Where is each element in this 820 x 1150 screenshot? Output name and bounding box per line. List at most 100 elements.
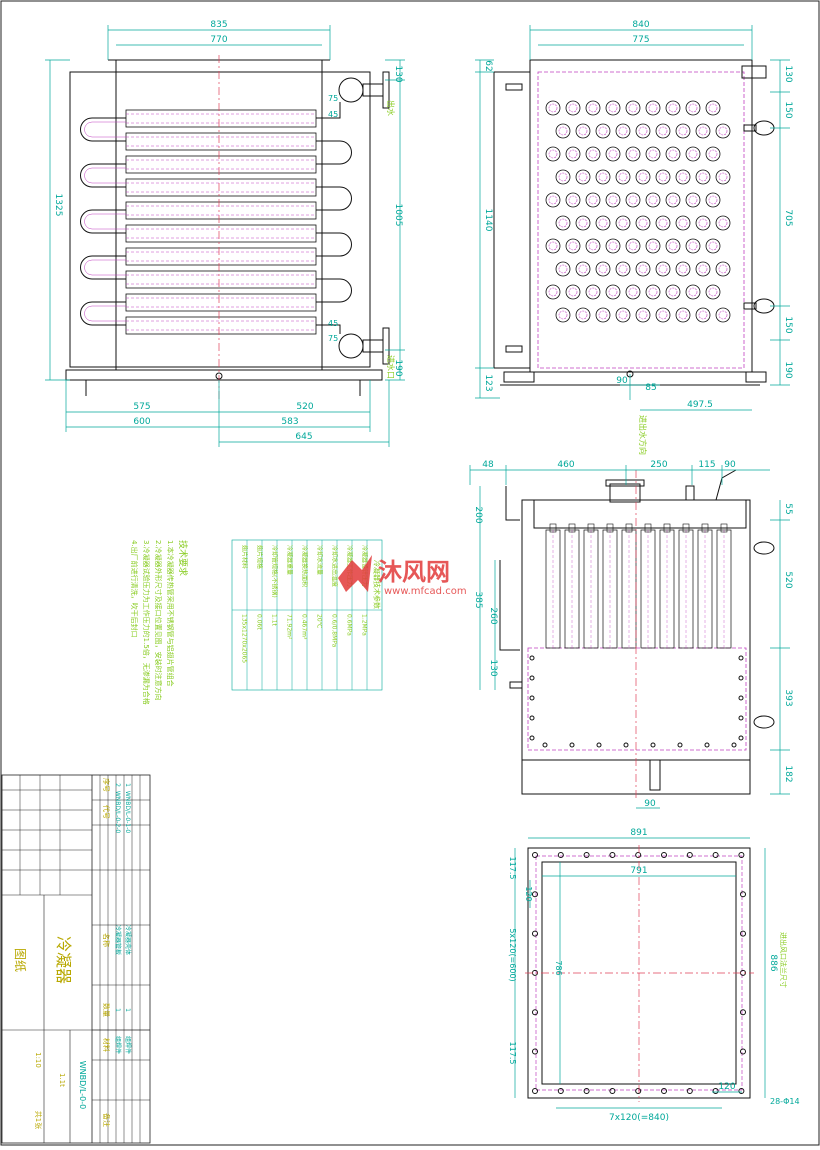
section-dim-130: 130 bbox=[488, 659, 498, 676]
tube-hole bbox=[695, 169, 711, 185]
tube-hole bbox=[675, 215, 691, 231]
section-dim-520: 520 bbox=[783, 571, 793, 588]
technical-notes: 技术要求 1.本冷凝器传热管采用不锈钢管与铝翅片管组合 2.冷凝器外形尺寸及接口… bbox=[130, 540, 189, 705]
side-dim-775: 775 bbox=[632, 35, 649, 45]
tube-hole bbox=[575, 123, 591, 139]
flange-hole bbox=[532, 852, 538, 858]
front-dim-75b: 75 bbox=[328, 334, 338, 343]
param-name: 翅片规格 bbox=[256, 545, 264, 569]
side-dimension-lines bbox=[475, 25, 790, 411]
flange-hole bbox=[738, 852, 745, 858]
watermark-brand: 沐风网 bbox=[378, 558, 450, 586]
tube-hole bbox=[605, 284, 621, 300]
side-dim-190: 190 bbox=[783, 361, 793, 378]
watermark-logo-icon bbox=[338, 555, 372, 592]
title-block-cell: 组焊件 bbox=[124, 1036, 132, 1054]
section-dimension-lines bbox=[469, 465, 790, 809]
tube-hole bbox=[645, 284, 661, 300]
flange-dimension-lines bbox=[514, 837, 766, 1109]
weight-value: 1.1t bbox=[58, 1073, 66, 1087]
side-hidden-outline bbox=[537, 71, 745, 369]
tube-hole bbox=[685, 146, 701, 162]
flange-hole bbox=[532, 1088, 538, 1094]
title-block-cell: 冷凝器管板 bbox=[114, 925, 122, 955]
params-title: 冷凝器技术参数 bbox=[373, 560, 382, 609]
u-bend-right bbox=[316, 278, 352, 303]
param-name: 冷凝器换热面积 bbox=[301, 545, 309, 587]
flange-dim-117-top: 117.5 bbox=[508, 857, 517, 880]
flange-hole bbox=[686, 1088, 693, 1094]
tube-hole bbox=[545, 192, 561, 208]
tube-hole bbox=[655, 123, 671, 139]
note-line-3: 3.冷凝器试验压力为工作压力的1.5倍，无渗漏为合格 bbox=[142, 540, 151, 705]
bolt-hole bbox=[738, 655, 744, 661]
tube-hole bbox=[585, 284, 601, 300]
bolt-hole bbox=[529, 715, 535, 721]
tube-hole bbox=[685, 238, 701, 254]
note-line-1: 1.本冷凝器传热管采用不锈钢管与铝翅片管组合 bbox=[166, 540, 175, 687]
title-block-header: 数量 bbox=[102, 1003, 111, 1017]
tube-hole-grid bbox=[545, 100, 731, 323]
tube-hole bbox=[655, 261, 671, 277]
section-view: 48 460 250 115 90 200 385 260 130 55 520… bbox=[469, 415, 793, 809]
title-block-cell: 组焊件 bbox=[114, 1036, 122, 1054]
tube-hole bbox=[575, 169, 591, 185]
note-line-2: 2.冷凝器外形尺寸及接口位置见图，安装时注意方向 bbox=[154, 540, 163, 701]
fin-block bbox=[125, 293, 317, 312]
flange-bolt-holes bbox=[532, 852, 746, 1094]
title-block-cell: WNBD/L-0-1-0 bbox=[124, 791, 131, 834]
front-dim-575: 575 bbox=[133, 402, 150, 412]
section-top-nozzle bbox=[609, 483, 641, 503]
front-dim-645: 645 bbox=[295, 432, 312, 442]
flange-dim-7x120: 7x120(=840) bbox=[609, 1113, 669, 1123]
front-dim-1005: 1005 bbox=[393, 204, 403, 227]
vent-pipe bbox=[715, 469, 737, 501]
tube-hole bbox=[565, 238, 581, 254]
tube-hole bbox=[615, 215, 631, 231]
side-dim-150a: 150 bbox=[783, 101, 793, 118]
tube-hole bbox=[645, 146, 661, 162]
tube-hole bbox=[695, 261, 711, 277]
tube-hole bbox=[705, 146, 721, 162]
side-foot-left bbox=[503, 371, 535, 383]
flange-hole bbox=[557, 852, 564, 858]
section-left-pipe bbox=[505, 486, 520, 521]
tube-hole bbox=[555, 215, 571, 231]
tube-hole bbox=[595, 123, 611, 139]
side-dim-90: 90 bbox=[616, 376, 628, 386]
front-base bbox=[65, 369, 383, 381]
side-dim-497: 497.5 bbox=[687, 400, 713, 410]
tube-hole bbox=[545, 146, 561, 162]
tube-hole bbox=[585, 192, 601, 208]
section-right-nozzle-bottom bbox=[753, 715, 775, 729]
flange-hole bbox=[532, 891, 538, 898]
title-block-cell: 1 bbox=[124, 1008, 131, 1012]
tube-hole bbox=[565, 100, 581, 116]
tube-hole bbox=[645, 238, 661, 254]
fin-block bbox=[125, 270, 317, 289]
bolt-hole bbox=[529, 735, 535, 741]
section-dim-90-bottom: 90 bbox=[644, 799, 656, 809]
title-block-header: 材料 bbox=[102, 1038, 111, 1052]
flange-view: 891 791 117.5 120 5x120(=600) 117.5 786 … bbox=[508, 828, 800, 1123]
fin-block bbox=[125, 224, 317, 243]
bolt-hole bbox=[529, 655, 535, 661]
tube-hole bbox=[705, 238, 721, 254]
side-dim-123: 123 bbox=[483, 374, 493, 391]
title-block-cell: 1 bbox=[124, 783, 131, 787]
section-dim-115: 115 bbox=[698, 460, 715, 470]
bolt-hole bbox=[623, 742, 629, 748]
tube-hole bbox=[595, 169, 611, 185]
tube-hole bbox=[665, 238, 681, 254]
tube-hole bbox=[635, 123, 651, 139]
tube-hole bbox=[605, 192, 621, 208]
tube-hole bbox=[585, 146, 601, 162]
tube-hole bbox=[545, 238, 561, 254]
outlet-flange bbox=[382, 71, 390, 109]
u-bend-left bbox=[80, 163, 126, 188]
front-dimension-lines bbox=[45, 25, 405, 447]
section-dim-90-top: 90 bbox=[724, 460, 736, 470]
u-bend-left bbox=[80, 209, 126, 234]
